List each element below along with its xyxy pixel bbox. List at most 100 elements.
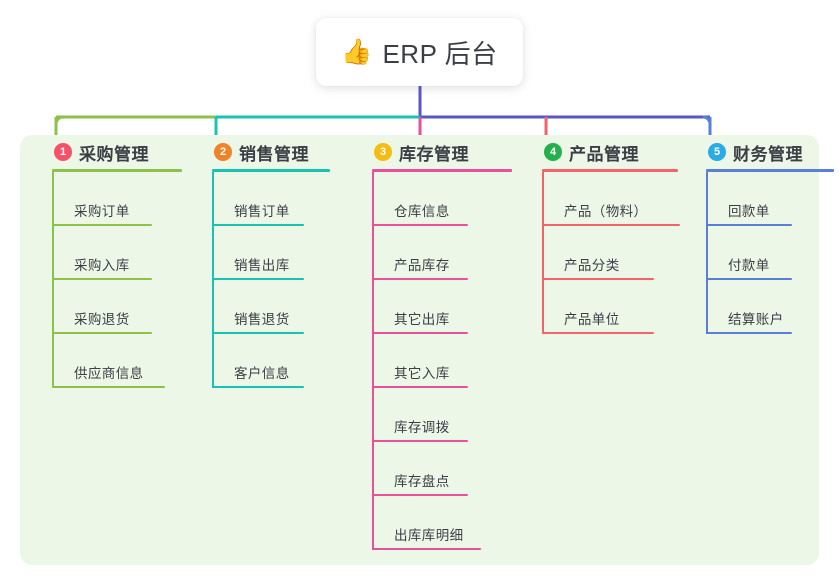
module-item-label: 产品分类 — [564, 258, 620, 273]
module-number-badge: 5 — [708, 143, 726, 161]
connector-corner — [702, 115, 712, 125]
module-item-label: 客户信息 — [234, 366, 290, 381]
module-header-underline — [52, 169, 182, 172]
module-item-underline — [542, 332, 654, 334]
module-item-underline — [372, 278, 468, 280]
module-header-3[interactable]: 3 库存管理 — [356, 135, 512, 169]
module-header-1[interactable]: 1 采购管理 — [36, 135, 182, 169]
module-item-underline — [372, 386, 468, 388]
module-item[interactable]: 产品（物料） — [542, 172, 680, 226]
module-item-label: 采购退货 — [74, 312, 130, 327]
module-item-underline — [372, 332, 468, 334]
module-column-1: 1 采购管理采购订单采购入库采购退货供应商信息 — [36, 135, 182, 388]
modules-panel: 1 采购管理采购订单采购入库采购退货供应商信息 2 销售管理销售订单销售出库销售退货客… — [20, 135, 834, 565]
module-spine-line — [212, 172, 214, 388]
module-title: 库存管理 — [399, 144, 469, 164]
module-item-label: 销售退货 — [234, 312, 290, 327]
module-number-badge: 4 — [544, 143, 562, 161]
module-item[interactable]: 仓库信息 — [372, 172, 512, 226]
module-item[interactable]: 其它入库 — [372, 334, 512, 388]
module-item-label: 付款单 — [728, 258, 770, 273]
module-item[interactable]: 付款单 — [706, 226, 834, 280]
module-item-list: 采购订单采购入库采购退货供应商信息 — [52, 172, 182, 388]
module-item-underline — [372, 224, 468, 226]
module-number-badge: 3 — [374, 143, 392, 161]
module-item[interactable]: 结算账户 — [706, 280, 834, 334]
module-item-underline — [706, 224, 792, 226]
module-item-underline — [52, 224, 152, 226]
module-header-2[interactable]: 2 销售管理 — [196, 135, 330, 169]
module-item[interactable]: 采购订单 — [52, 172, 182, 226]
thumbs-up-icon: 👍 — [341, 37, 373, 66]
module-spine-line — [542, 172, 544, 334]
module-item-label: 库存盘点 — [394, 474, 450, 489]
module-item-label: 结算账户 — [728, 312, 784, 327]
module-item-list: 产品（物料） 产品分类产品单位 — [542, 172, 680, 334]
module-item-underline — [542, 224, 680, 226]
module-header-underline — [372, 169, 512, 172]
module-header-4[interactable]: 4 产品管理 — [526, 135, 678, 169]
module-title: 财务管理 — [733, 144, 803, 164]
module-number-badge: 2 — [214, 143, 232, 161]
module-header-underline — [542, 169, 678, 172]
module-title: 销售管理 — [239, 144, 309, 164]
module-item[interactable]: 产品库存 — [372, 226, 512, 280]
module-header-underline — [212, 169, 330, 172]
module-item-underline — [52, 332, 152, 334]
module-column-5: 5 财务管理回款单付款单结算账户 — [690, 135, 834, 334]
module-item-label: 采购订单 — [74, 204, 130, 219]
module-item-list: 仓库信息产品库存其它出库其它入库库存调拨库存盘点出库库明细 — [372, 172, 512, 550]
module-item-label: 仓库信息 — [394, 204, 450, 219]
module-item[interactable]: 库存调拨 — [372, 388, 512, 442]
page-title: ERP 后台 — [382, 38, 498, 69]
module-item-underline — [212, 386, 304, 388]
module-item[interactable]: 采购退货 — [52, 280, 182, 334]
module-item-underline — [212, 224, 304, 226]
module-item-label: 供应商信息 — [74, 366, 144, 381]
module-item-underline — [706, 278, 792, 280]
module-item-label: 其它出库 — [394, 312, 450, 327]
module-item-underline — [706, 332, 792, 334]
module-item-underline — [372, 548, 481, 550]
module-item[interactable]: 销售退货 — [212, 280, 330, 334]
module-column-4: 4 产品管理产品（物料） 产品分类产品单位 — [526, 135, 680, 334]
module-item[interactable]: 库存盘点 — [372, 442, 512, 496]
module-spine-line — [52, 172, 54, 388]
module-header-underline — [706, 169, 834, 172]
module-column-2: 2 销售管理销售订单销售出库销售退货客户信息 — [196, 135, 330, 388]
module-item-label: 出库库明细 — [394, 528, 464, 543]
module-spine-line — [706, 172, 708, 334]
module-item[interactable]: 供应商信息 — [52, 334, 182, 388]
module-title: 产品管理 — [569, 144, 639, 164]
module-item[interactable]: 客户信息 — [212, 334, 330, 388]
module-item-underline — [52, 386, 165, 388]
module-item-label: 采购入库 — [74, 258, 130, 273]
module-item[interactable]: 出库库明细 — [372, 496, 512, 550]
module-title: 采购管理 — [79, 144, 149, 164]
connector-corner — [54, 115, 64, 125]
module-item-underline — [52, 278, 152, 280]
module-number-badge: 1 — [54, 143, 72, 161]
module-item-list: 回款单付款单结算账户 — [706, 172, 834, 334]
module-item-label: 产品单位 — [564, 312, 620, 327]
module-item-label: 产品库存 — [394, 258, 450, 273]
module-header-5[interactable]: 5 财务管理 — [690, 135, 834, 169]
module-item-underline — [212, 332, 304, 334]
module-column-3: 3 库存管理仓库信息产品库存其它出库其它入库库存调拨库存盘点出库库明细 — [356, 135, 512, 550]
module-item-label: 产品（物料） — [564, 204, 648, 219]
module-item[interactable]: 采购入库 — [52, 226, 182, 280]
module-item[interactable]: 其它出库 — [372, 280, 512, 334]
module-item-label: 库存调拨 — [394, 420, 450, 435]
module-item-label: 回款单 — [728, 204, 770, 219]
module-item-label: 销售出库 — [234, 258, 290, 273]
module-item[interactable]: 销售订单 — [212, 172, 330, 226]
module-item-label: 销售订单 — [234, 204, 290, 219]
module-item-underline — [372, 494, 468, 496]
module-item[interactable]: 产品单位 — [542, 280, 678, 334]
module-spine-line — [372, 172, 374, 550]
diagram-title-card: 👍 ERP 后台 — [316, 18, 523, 86]
module-item[interactable]: 产品分类 — [542, 226, 678, 280]
module-item[interactable]: 回款单 — [706, 172, 834, 226]
module-item[interactable]: 销售出库 — [212, 226, 330, 280]
module-item-label: 其它入库 — [394, 366, 450, 381]
